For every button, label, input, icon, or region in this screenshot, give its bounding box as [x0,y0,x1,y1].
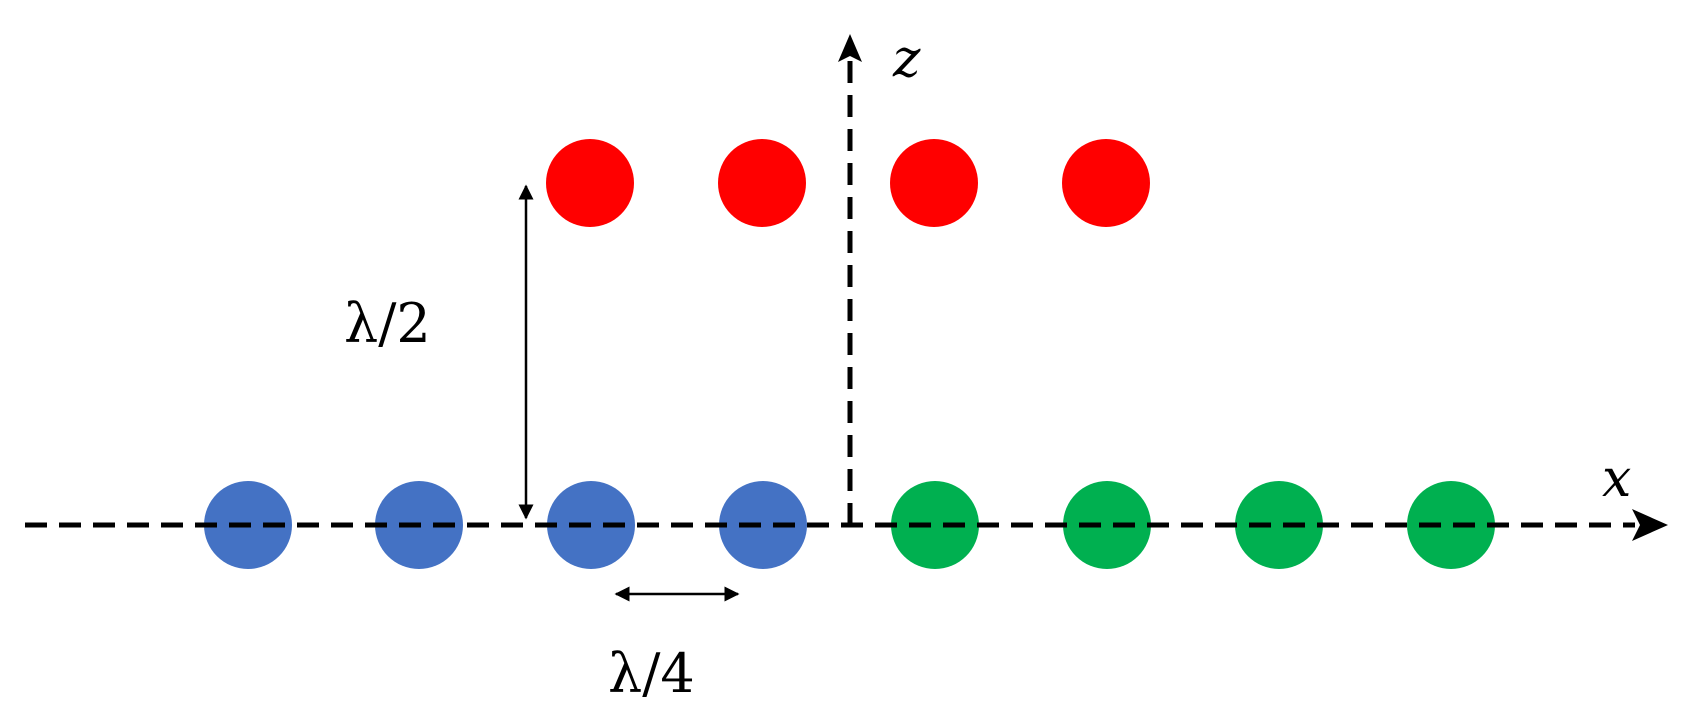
dot-layer [25,139,1635,569]
red-dot [546,139,634,227]
horizontal-spacing-label: λ/4 [608,642,695,705]
green-dot [1063,481,1151,569]
z-axis-label: z [892,29,921,89]
green-dot [1235,481,1323,569]
green-dot [891,481,979,569]
red-dot [718,139,806,227]
green-dot [1407,481,1495,569]
red-dot [890,139,978,227]
z-axis-arrowhead [838,34,862,62]
x-axis-label: x [1602,449,1631,509]
x-axis-arrowhead [1632,509,1668,541]
vertical-spacing-label: λ/2 [344,292,431,355]
red-dot [1062,139,1150,227]
blue-dot [719,481,807,569]
